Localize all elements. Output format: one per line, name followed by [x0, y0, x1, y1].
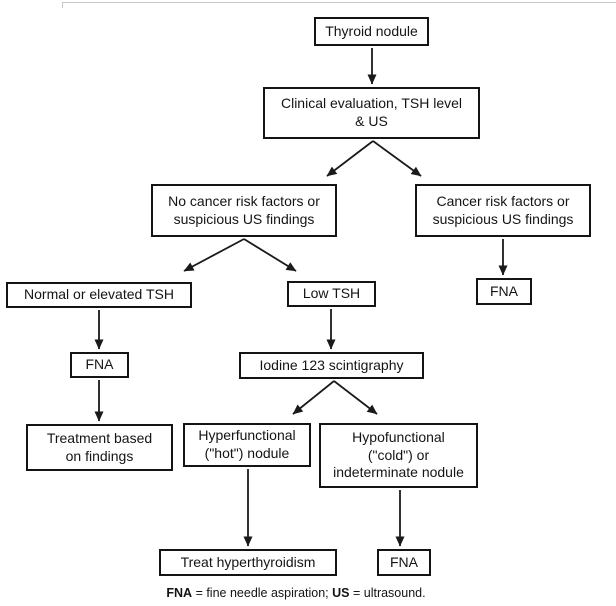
node-fna-after-normal-tsh: FNA — [70, 352, 129, 378]
node-low-tsh: Low TSH — [287, 281, 376, 307]
node-normal-elevated-tsh: Normal or elevated TSH — [6, 282, 192, 308]
node-fna-after-cancer-risk: FNA — [476, 278, 532, 305]
node-cancer-risk: Cancer risk factors or suspicious US fin… — [415, 184, 591, 237]
arrow-iodine-to-hypo — [333, 380, 378, 415]
node-treatment-based-on-findings: Treatment based on findings — [26, 424, 173, 471]
node-hyperfunctional-nodule: Hyperfunctional ("hot") nodule — [183, 423, 311, 467]
arrow-nocancer-to-lowtsh — [243, 238, 297, 272]
footnote-text: = fine needle aspiration; — [192, 586, 333, 600]
footnote-abbr-fna: FNA — [166, 586, 193, 600]
node-hypofunctional-nodule: Hypofunctional ("cold") or indeterminate… — [319, 423, 478, 488]
abbreviation-footnote: FNA = fine needle aspiration; US = ultra… — [0, 586, 592, 600]
panel-top-border — [62, 2, 616, 8]
node-thyroid-nodule: Thyroid nodule — [314, 17, 429, 46]
node-no-cancer-risk: No cancer risk factors or suspicious US … — [151, 184, 337, 237]
footnote-text-2: = ultrasound. — [349, 586, 426, 600]
arrow-nocancer-to-normaltsh — [183, 238, 245, 272]
arrow-clinical-to-nocancer — [326, 140, 374, 177]
node-treat-hyperthyroidism: Treat hyperthyroidism — [159, 549, 337, 576]
arrow-iodine-to-hyper — [292, 380, 335, 415]
node-fna-after-hypofunctional: FNA — [377, 549, 431, 576]
node-clinical-evaluation: Clinical evaluation, TSH level & US — [263, 87, 480, 139]
footnote-abbr-us: US — [332, 586, 350, 600]
arrow-clinical-to-cancer — [372, 140, 422, 177]
node-iodine-scintigraphy: Iodine 123 scintigraphy — [239, 352, 424, 379]
